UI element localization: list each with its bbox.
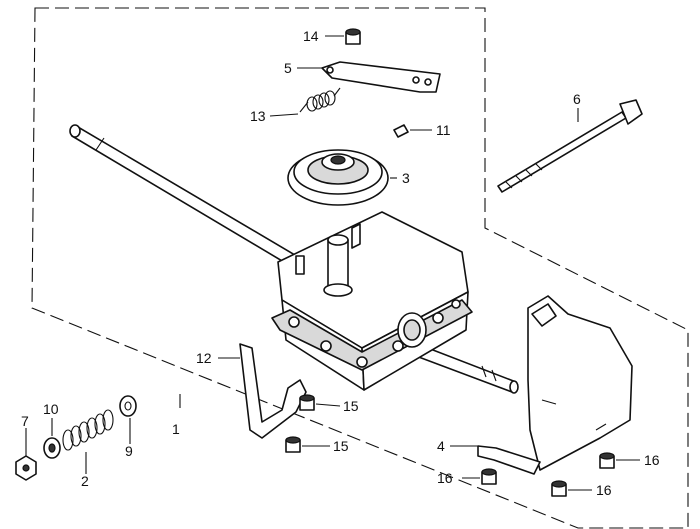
callout-9: 9 xyxy=(125,443,133,459)
callout-10: 10 xyxy=(43,401,59,417)
callout-15-upper: 15 xyxy=(343,398,359,414)
callout-15-lower: 15 xyxy=(333,438,349,454)
nut-15-upper xyxy=(299,394,315,411)
leader-lines xyxy=(25,35,640,491)
callout-1: 1 xyxy=(172,421,180,437)
transverse-shaft xyxy=(69,124,519,394)
callout-14: 14 xyxy=(303,28,319,44)
spring-top xyxy=(299,87,341,113)
callout-16-a: 16 xyxy=(437,470,453,486)
mounting-plate xyxy=(321,61,441,93)
callout-3: 3 xyxy=(402,170,410,186)
key xyxy=(393,124,409,138)
callout-7: 7 xyxy=(21,413,29,429)
assembly-boundary xyxy=(31,7,689,529)
callout-2: 2 xyxy=(81,473,89,489)
nut-16-a xyxy=(481,468,497,485)
callout-16-c: 16 xyxy=(596,482,612,498)
nut-15-lower xyxy=(285,436,301,453)
gearbox-housing xyxy=(271,211,473,391)
left-bracket xyxy=(239,343,307,439)
callout-12: 12 xyxy=(196,350,212,366)
washer-10 xyxy=(43,437,61,459)
callout-11: 11 xyxy=(436,122,451,138)
nut-16-b xyxy=(599,452,615,469)
right-bracket-cover xyxy=(477,295,633,475)
callout-6: 6 xyxy=(573,91,581,107)
pulley xyxy=(287,149,389,206)
nut-16-c xyxy=(551,480,567,497)
callout-5: 5 xyxy=(284,60,292,76)
callout-4: 4 xyxy=(437,438,445,454)
callout-13: 13 xyxy=(250,108,266,124)
long-bolt xyxy=(497,99,643,193)
callout-16-b: 16 xyxy=(644,452,660,468)
spring-2 xyxy=(62,409,114,451)
washer-9 xyxy=(119,395,137,417)
nut-7 xyxy=(15,455,37,481)
nut-top xyxy=(345,28,361,45)
